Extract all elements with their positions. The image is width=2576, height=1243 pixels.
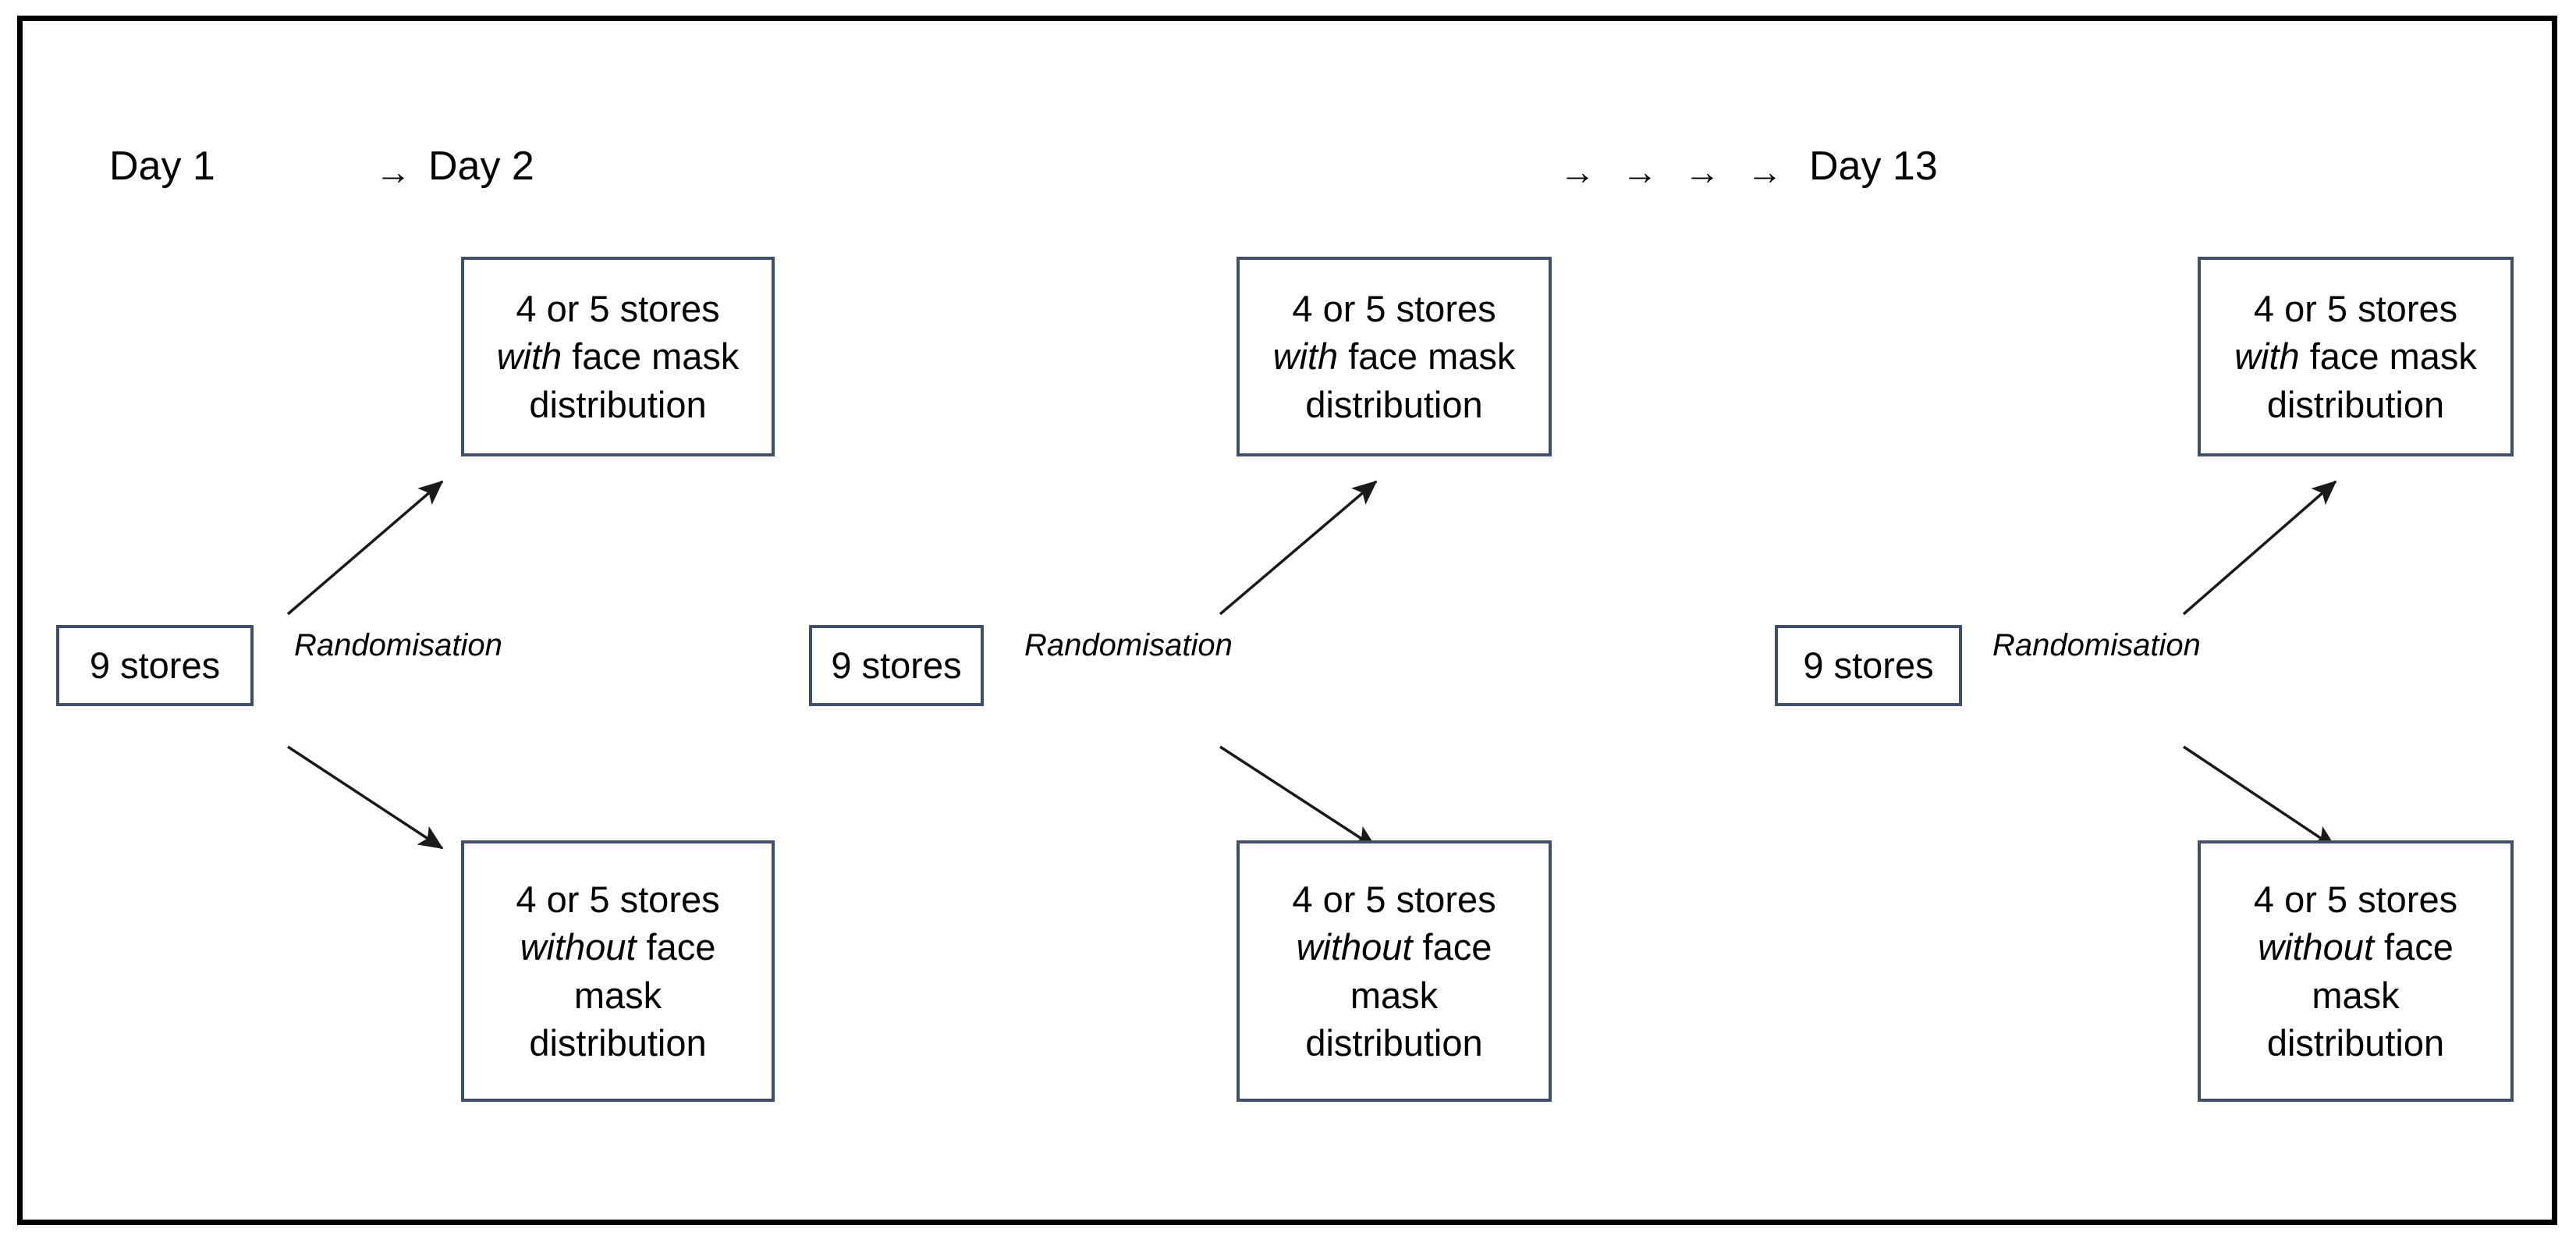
- treatment-line3-col1: distribution: [529, 383, 707, 425]
- source-box-col3: 9 stores: [1775, 625, 1962, 706]
- arrow-col3-to-treatment: [2182, 480, 2337, 616]
- control-box-col3: 4 or 5 stores without face mask distribu…: [2198, 840, 2514, 1102]
- control-line3-col3: mask: [2312, 974, 2400, 1016]
- arrow-col2-to-control: [1219, 745, 1378, 850]
- control-emphasis-col3: without: [2258, 926, 2374, 968]
- control-box-text-col2: 4 or 5 stores without face mask distribu…: [1284, 875, 1503, 1066]
- control-line2-rest-col2: face: [1412, 926, 1492, 968]
- treatment-line2-rest-col2: face mask: [1338, 336, 1516, 378]
- figure-outer-frame: Day 1 → Day 2 → → → → Day 13: [17, 16, 2557, 1225]
- arrow-col1-to-control: [287, 745, 444, 850]
- day-label-2: Day 2: [428, 144, 534, 189]
- treatment-box-col2: 4 or 5 stores with face mask distributio…: [1237, 257, 1552, 456]
- control-line1-col1: 4 or 5 stores: [516, 879, 720, 921]
- control-line1-col3: 4 or 5 stores: [2253, 879, 2458, 921]
- treatment-line1-col1: 4 or 5 stores: [516, 288, 720, 330]
- day-label-1: Day 1: [109, 144, 215, 189]
- arrow-col3-to-control: [2183, 745, 2337, 850]
- treatment-line1-col3: 4 or 5 stores: [2253, 288, 2458, 330]
- arrow-col1-to-treatment: [286, 480, 444, 616]
- randomisation-label-col2: Randomisation: [1024, 628, 1233, 662]
- treatment-box-col3: 4 or 5 stores with face mask distributio…: [2198, 257, 2514, 456]
- control-box-col2: 4 or 5 stores without face mask distribu…: [1237, 840, 1552, 1102]
- right-arrow-icon: →: [1747, 151, 1783, 192]
- right-arrow-icon: →: [1559, 151, 1595, 192]
- treatment-line3-col2: distribution: [1305, 383, 1483, 425]
- diagram-canvas: Day 1 → Day 2 → → → → Day 13: [23, 21, 2552, 1220]
- treatment-box-text-col1: 4 or 5 stores with face mask distributio…: [489, 285, 747, 428]
- control-line1-col2: 4 or 5 stores: [1292, 879, 1496, 921]
- right-arrow-icon: →: [375, 151, 411, 192]
- control-emphasis-col2: without: [1296, 926, 1413, 968]
- source-box-col1: 9 stores: [56, 625, 254, 706]
- control-emphasis-col1: without: [520, 926, 637, 968]
- control-line4-col2: distribution: [1305, 1021, 1483, 1064]
- treatment-box-text-col3: 4 or 5 stores with face mask distributio…: [2227, 285, 2485, 428]
- control-line3-col1: mask: [573, 974, 662, 1016]
- treatment-line2-rest-col3: face mask: [2299, 336, 2477, 378]
- treatment-box-text-col2: 4 or 5 stores with face mask distributio…: [1265, 285, 1524, 428]
- randomisation-label-col1: Randomisation: [294, 628, 502, 662]
- treatment-box-col1: 4 or 5 stores with face mask distributio…: [461, 257, 775, 456]
- treatment-emphasis-col3: with: [2234, 336, 2300, 378]
- control-box-text-col3: 4 or 5 stores without face mask distribu…: [2246, 875, 2465, 1066]
- control-box-text-col1: 4 or 5 stores without face mask distribu…: [508, 875, 727, 1066]
- source-box-label-col2: 9 stores: [831, 645, 962, 687]
- control-box-col1: 4 or 5 stores without face mask distribu…: [461, 840, 775, 1102]
- source-box-col2: 9 stores: [809, 625, 984, 706]
- control-line4-col1: distribution: [529, 1021, 707, 1064]
- treatment-line3-col3: distribution: [2266, 383, 2445, 425]
- day-label-13: Day 13: [1809, 144, 1938, 189]
- treatment-line2-rest-col1: face mask: [562, 336, 740, 378]
- control-line2-rest-col3: face: [2374, 926, 2454, 968]
- control-line2-rest-col1: face: [636, 926, 716, 968]
- randomisation-label-col3: Randomisation: [1992, 628, 2201, 662]
- right-arrow-icon: →: [1684, 151, 1720, 192]
- control-line3-col2: mask: [1350, 974, 1439, 1016]
- source-box-label-col1: 9 stores: [89, 645, 221, 687]
- source-box-label-col3: 9 stores: [1803, 645, 1934, 687]
- treatment-emphasis-col1: with: [496, 336, 562, 378]
- treatment-line1-col2: 4 or 5 stores: [1292, 288, 1496, 330]
- right-arrow-icon: →: [1622, 151, 1658, 192]
- arrow-col2-to-treatment: [1219, 480, 1378, 616]
- treatment-emphasis-col2: with: [1272, 336, 1339, 378]
- control-line4-col3: distribution: [2266, 1021, 2445, 1064]
